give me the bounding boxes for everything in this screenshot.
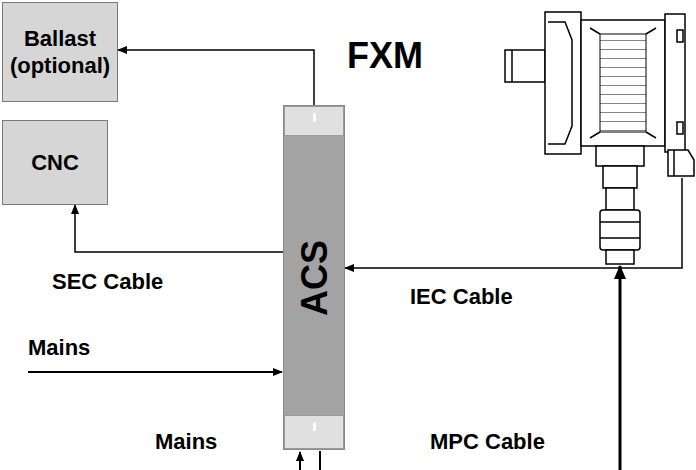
- acs-drive: ACS: [283, 105, 345, 450]
- cable-label: IEC Cable: [410, 283, 513, 311]
- node-label: Ballast (optional): [9, 25, 111, 80]
- mains-wire: [319, 451, 321, 470]
- node-label: CNC: [9, 149, 101, 177]
- end-cap: [284, 106, 344, 136]
- cable-connector: [345, 178, 682, 268]
- ballast-box: Ballast (optional): [2, 2, 118, 102]
- node-label: FXM: [347, 33, 423, 78]
- cable-connector: [75, 205, 283, 252]
- mains-wire: [28, 371, 282, 373]
- cable-label: Mains: [28, 334, 90, 362]
- mains-wire: [299, 452, 301, 470]
- cable-connector: [118, 50, 314, 105]
- node-label: ACS: [292, 239, 337, 315]
- cable-label: MPC Cable: [430, 428, 545, 456]
- mpc-cable: [619, 266, 622, 470]
- cable-label: Mains: [155, 428, 217, 456]
- end-cap: [284, 415, 344, 449]
- cnc-box: CNC: [2, 120, 108, 205]
- cable-label: SEC Cable: [52, 268, 163, 296]
- fxm-motor: FXM: [505, 5, 694, 178]
- motor-drawing: [505, 12, 694, 264]
